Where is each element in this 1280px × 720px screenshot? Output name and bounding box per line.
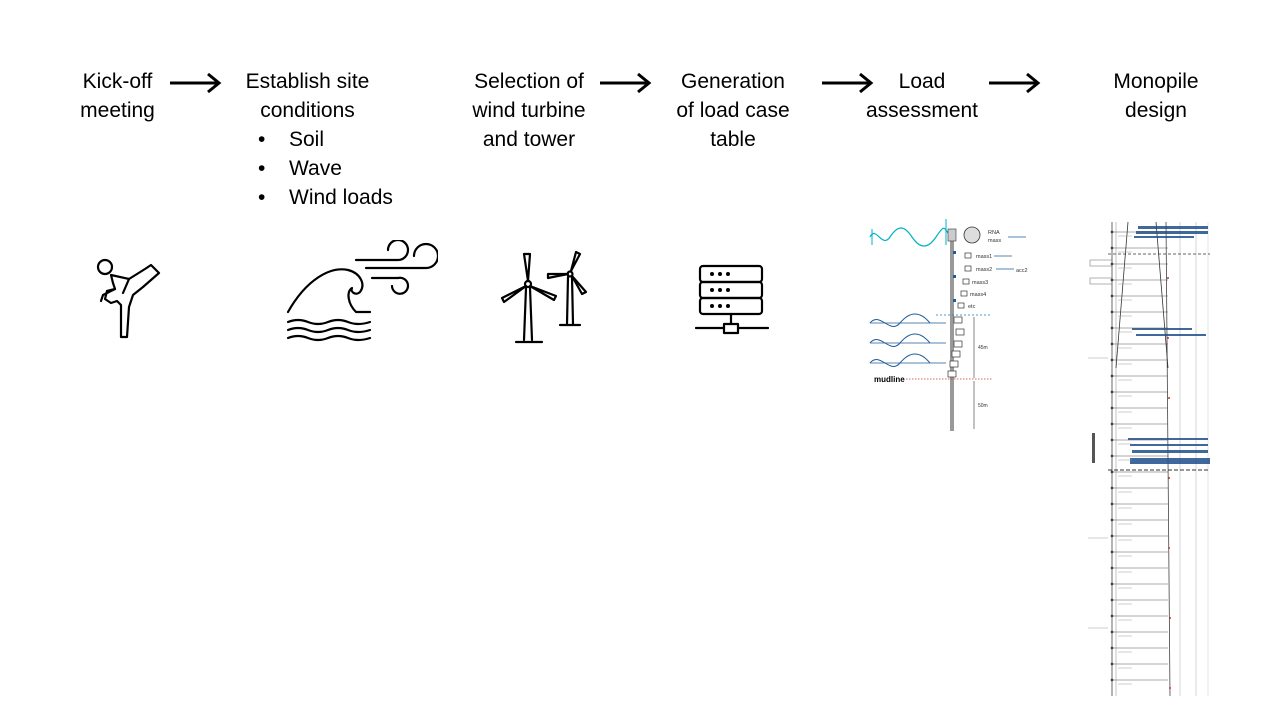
step-loadcase-line-3: table <box>710 128 756 151</box>
level-dot <box>1110 246 1114 250</box>
level-dot <box>1110 406 1114 410</box>
arrow-right-icon <box>600 72 652 94</box>
level-dot <box>1110 598 1114 602</box>
load-model-diagram: RNA mass mass1 mass2 acc2 mass3 mass4 et… <box>869 219 1028 431</box>
step-turbine-selection: Selection of wind turbine and tower <box>458 67 600 154</box>
level-dot <box>1110 502 1114 506</box>
step-kickoff-line-2: meeting <box>80 99 155 122</box>
bullet-item: • Soil <box>258 125 393 154</box>
step-loadcase-line-2: of load case <box>676 99 790 122</box>
level-dot <box>1110 566 1114 570</box>
step-kickoff: Kick-off meeting <box>70 67 165 125</box>
label-mass4: mass4 <box>970 292 986 298</box>
step-site-line-1: Establish site <box>245 70 370 93</box>
step-kickoff-line-1: Kick-off <box>82 70 153 93</box>
label-mudline: mudline <box>874 375 905 384</box>
level-dot <box>1110 662 1114 666</box>
step-monopile-design: Monopile design <box>1100 67 1212 125</box>
bullet-icon: • <box>258 128 266 151</box>
label-rna: RNA <box>988 230 1000 236</box>
level-dot <box>1110 310 1114 314</box>
label-mass2: mass2 <box>976 267 992 273</box>
level-dot <box>1110 374 1114 378</box>
step-site-line-2: conditions <box>260 99 355 122</box>
level-dot <box>1110 438 1114 442</box>
level-dot <box>1110 534 1114 538</box>
level-dot <box>1110 278 1114 282</box>
step-load-case-table: Generation of load case table <box>662 67 804 154</box>
step-site-conditions: Establish site conditions <box>235 67 380 125</box>
label-50m: 50m <box>978 403 988 409</box>
level-marks <box>1110 230 1168 685</box>
label-45m: 45m <box>978 345 988 351</box>
level-dot <box>1110 294 1114 298</box>
wave-wind-icon <box>286 240 438 342</box>
bullet-wind-loads: Wind loads <box>289 186 393 209</box>
arrow-right-icon <box>822 72 874 94</box>
site-conditions-list: • Soil • Wave • Wind loads <box>258 125 393 212</box>
step-monopile-line-2: design <box>1125 99 1187 122</box>
bullet-icon: • <box>258 186 266 209</box>
level-dot <box>1110 582 1114 586</box>
label-mass: mass <box>988 238 1001 244</box>
level-dot <box>1110 358 1114 362</box>
label-mass1: mass1 <box>976 254 992 260</box>
level-dot <box>1110 262 1114 266</box>
level-dot <box>1110 422 1114 426</box>
level-dot <box>1110 678 1114 682</box>
level-dot <box>1110 630 1114 634</box>
level-dot <box>1110 470 1114 474</box>
label-etc: etc <box>968 304 976 310</box>
label-mass3: mass3 <box>972 280 988 286</box>
level-dot <box>1110 230 1114 234</box>
level-dot <box>1110 550 1114 554</box>
level-dot <box>1110 342 1114 346</box>
bullet-soil: Soil <box>289 128 325 151</box>
bullet-icon: • <box>258 157 266 180</box>
step-load-assessment: Load assessment <box>860 67 984 125</box>
level-dot <box>1110 390 1114 394</box>
bullet-item: • Wind loads <box>258 183 393 212</box>
level-dot <box>1110 326 1114 330</box>
level-dot <box>1110 454 1114 458</box>
monopile-design-drawing <box>1088 221 1210 697</box>
level-dot <box>1110 614 1114 618</box>
step-turbine-line-3: and tower <box>482 128 576 151</box>
step-turbine-line-1: Selection of <box>474 70 584 93</box>
step-turbine-line-2: wind turbine <box>472 99 586 122</box>
level-dot <box>1110 646 1114 650</box>
level-dot <box>1110 486 1114 490</box>
bullet-item: • Wave <box>258 154 393 183</box>
martial-arts-kick-icon <box>96 258 161 339</box>
label-acc2: acc2 <box>1016 268 1028 274</box>
step-load-line-2: assessment <box>865 99 979 122</box>
step-monopile-line-1: Monopile <box>1113 70 1199 93</box>
level-dot <box>1110 518 1114 522</box>
server-network-icon <box>694 264 770 335</box>
step-load-line-1: Load <box>898 70 946 93</box>
arrow-right-icon <box>989 72 1041 94</box>
wind-turbines-icon <box>500 250 588 344</box>
step-loadcase-line-1: Generation <box>681 70 785 93</box>
bullet-wave: Wave <box>289 157 342 180</box>
arrow-right-icon <box>170 72 222 94</box>
